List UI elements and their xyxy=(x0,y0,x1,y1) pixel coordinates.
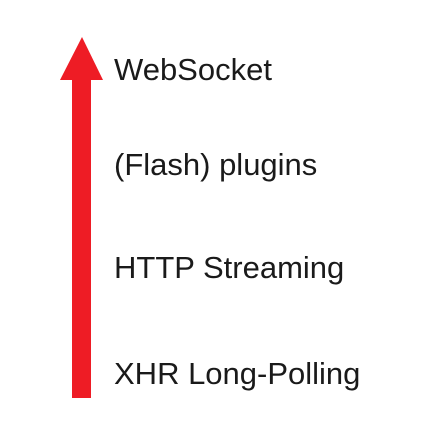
arrow-head xyxy=(60,37,103,80)
label-flash-plugins: (Flash) plugins xyxy=(114,147,318,182)
label-websocket: WebSocket xyxy=(114,52,272,87)
label-http-streaming: HTTP Streaming xyxy=(114,250,345,285)
label-xhr-long-polling: XHR Long-Polling xyxy=(114,356,361,391)
arrow-shaft xyxy=(72,76,91,398)
